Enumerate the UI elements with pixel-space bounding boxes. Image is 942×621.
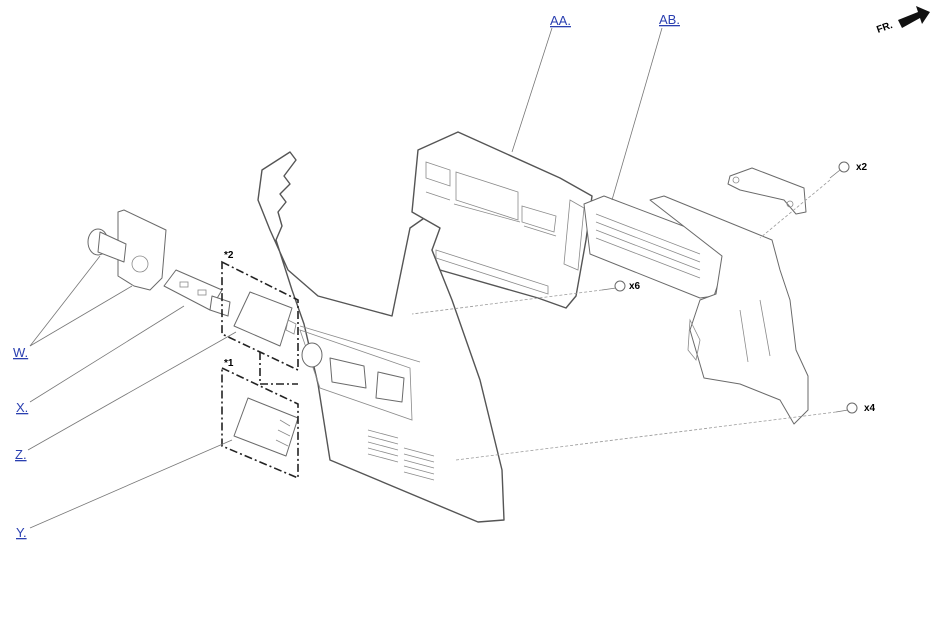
note-1-label: *1: [224, 358, 234, 369]
vent-grille-right: [403, 447, 435, 481]
part-w-socket: [87, 209, 167, 291]
front-label: FR.: [875, 20, 894, 36]
callout-w[interactable]: W.: [13, 345, 28, 360]
fastener-line-x6: [411, 289, 603, 315]
fastener-line-x4: [455, 411, 837, 461]
leader-x: [29, 305, 185, 403]
frame-note-2: [221, 260, 299, 372]
console-panel: [257, 151, 505, 523]
leader-z: [27, 331, 237, 451]
note-2-label: *2: [224, 250, 234, 261]
front-arrow-icon: [898, 6, 930, 28]
leader-w-2: [29, 285, 133, 347]
part-y-cover: [233, 397, 299, 457]
screw-x6-icon: [601, 280, 626, 292]
frame-connector: [259, 352, 298, 385]
leader-y: [29, 439, 233, 529]
front-direction-indicator: FR.: [875, 6, 930, 36]
screw-x2-icon: [829, 161, 850, 179]
callout-z[interactable]: Z.: [15, 447, 27, 462]
vent-grille-left: [367, 429, 399, 463]
callout-y[interactable]: Y.: [16, 525, 27, 540]
bracket: [727, 167, 807, 215]
quantity-x2: x2: [856, 162, 868, 173]
screw-x4-icon: [835, 402, 858, 414]
part-x-module: [163, 269, 231, 317]
callout-aa[interactable]: AA.: [550, 13, 571, 28]
part-z-box: [233, 291, 297, 347]
fastener-line-x2: [759, 179, 831, 239]
quantity-x4: x4: [864, 403, 876, 414]
quantity-x6: x6: [629, 281, 641, 292]
leader-w-1: [29, 255, 101, 347]
callout-x[interactable]: X.: [16, 400, 28, 415]
leader-ab: [611, 27, 663, 201]
leader-aa: [511, 27, 553, 153]
vent-assembly-ab: [583, 195, 809, 425]
callout-ab[interactable]: AB.: [659, 12, 680, 27]
upper-panel-aa: [411, 131, 593, 309]
